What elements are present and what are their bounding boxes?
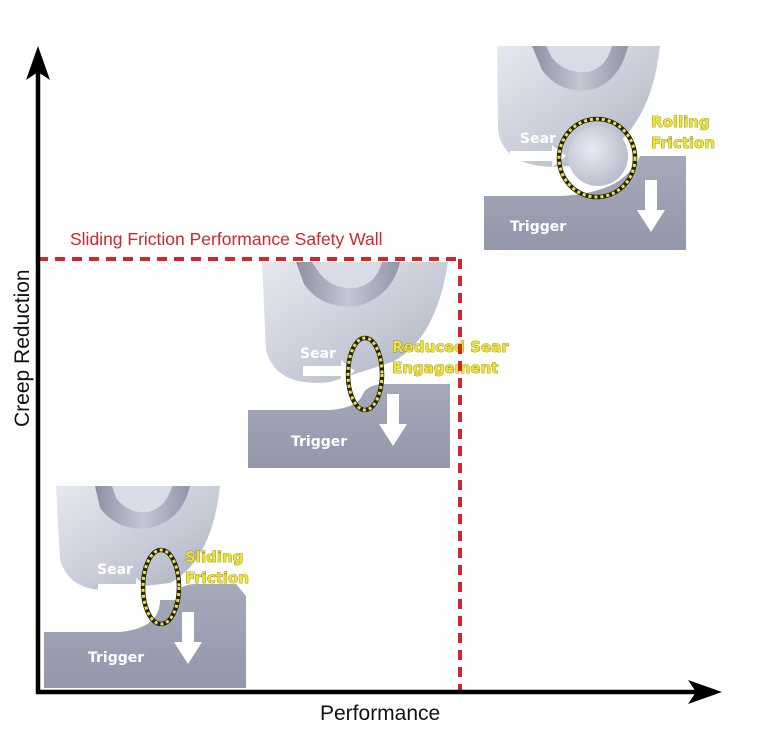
trigger-label: Trigger [88,650,144,666]
stage-rolling-friction: Sear Trigger Rolling Friction [484,46,715,250]
roller [568,126,628,186]
sear-push-arrow [98,578,150,600]
safety-wall-label: Sliding Friction Performance Safety Wall [70,229,383,249]
y-axis-title: Creep Reduction [11,269,34,427]
sear-part [56,486,220,591]
stage-sliding-friction: Sear Trigger Sliding Friction [44,486,249,688]
note-line-2: Friction [185,569,249,587]
trigger-part [484,156,686,250]
axes [26,46,722,704]
note-line-2: Friction [651,134,715,152]
x-axis-title: Performance [320,702,441,725]
note-line-1: Rolling [651,113,710,131]
trigger-part [44,584,246,688]
x-axis-arrowhead [688,680,722,704]
trigger-part [248,384,450,468]
sear-push-arrow [303,360,355,382]
trigger-label: Trigger [510,219,566,235]
sear-part [262,262,448,383]
trigger-down-arrow [174,612,202,664]
note-line-2: Engagement [392,359,498,377]
sear-label: Sear [520,131,556,147]
y-axis-arrowhead [26,46,50,80]
sear-label: Sear [300,346,336,362]
sear-push-arrow [510,145,566,167]
sear-label: Sear [97,562,133,578]
trigger-down-arrow [637,180,665,232]
note-line-1: Reduced Sear [392,338,509,356]
safety-wall [38,257,462,694]
note-line-1: Sliding [185,548,243,566]
trigger-down-arrow [379,394,407,446]
trigger-label: Trigger [291,434,347,450]
stage-reduced-engagement: Sear Trigger Reduced Sear Engagement [248,262,510,468]
